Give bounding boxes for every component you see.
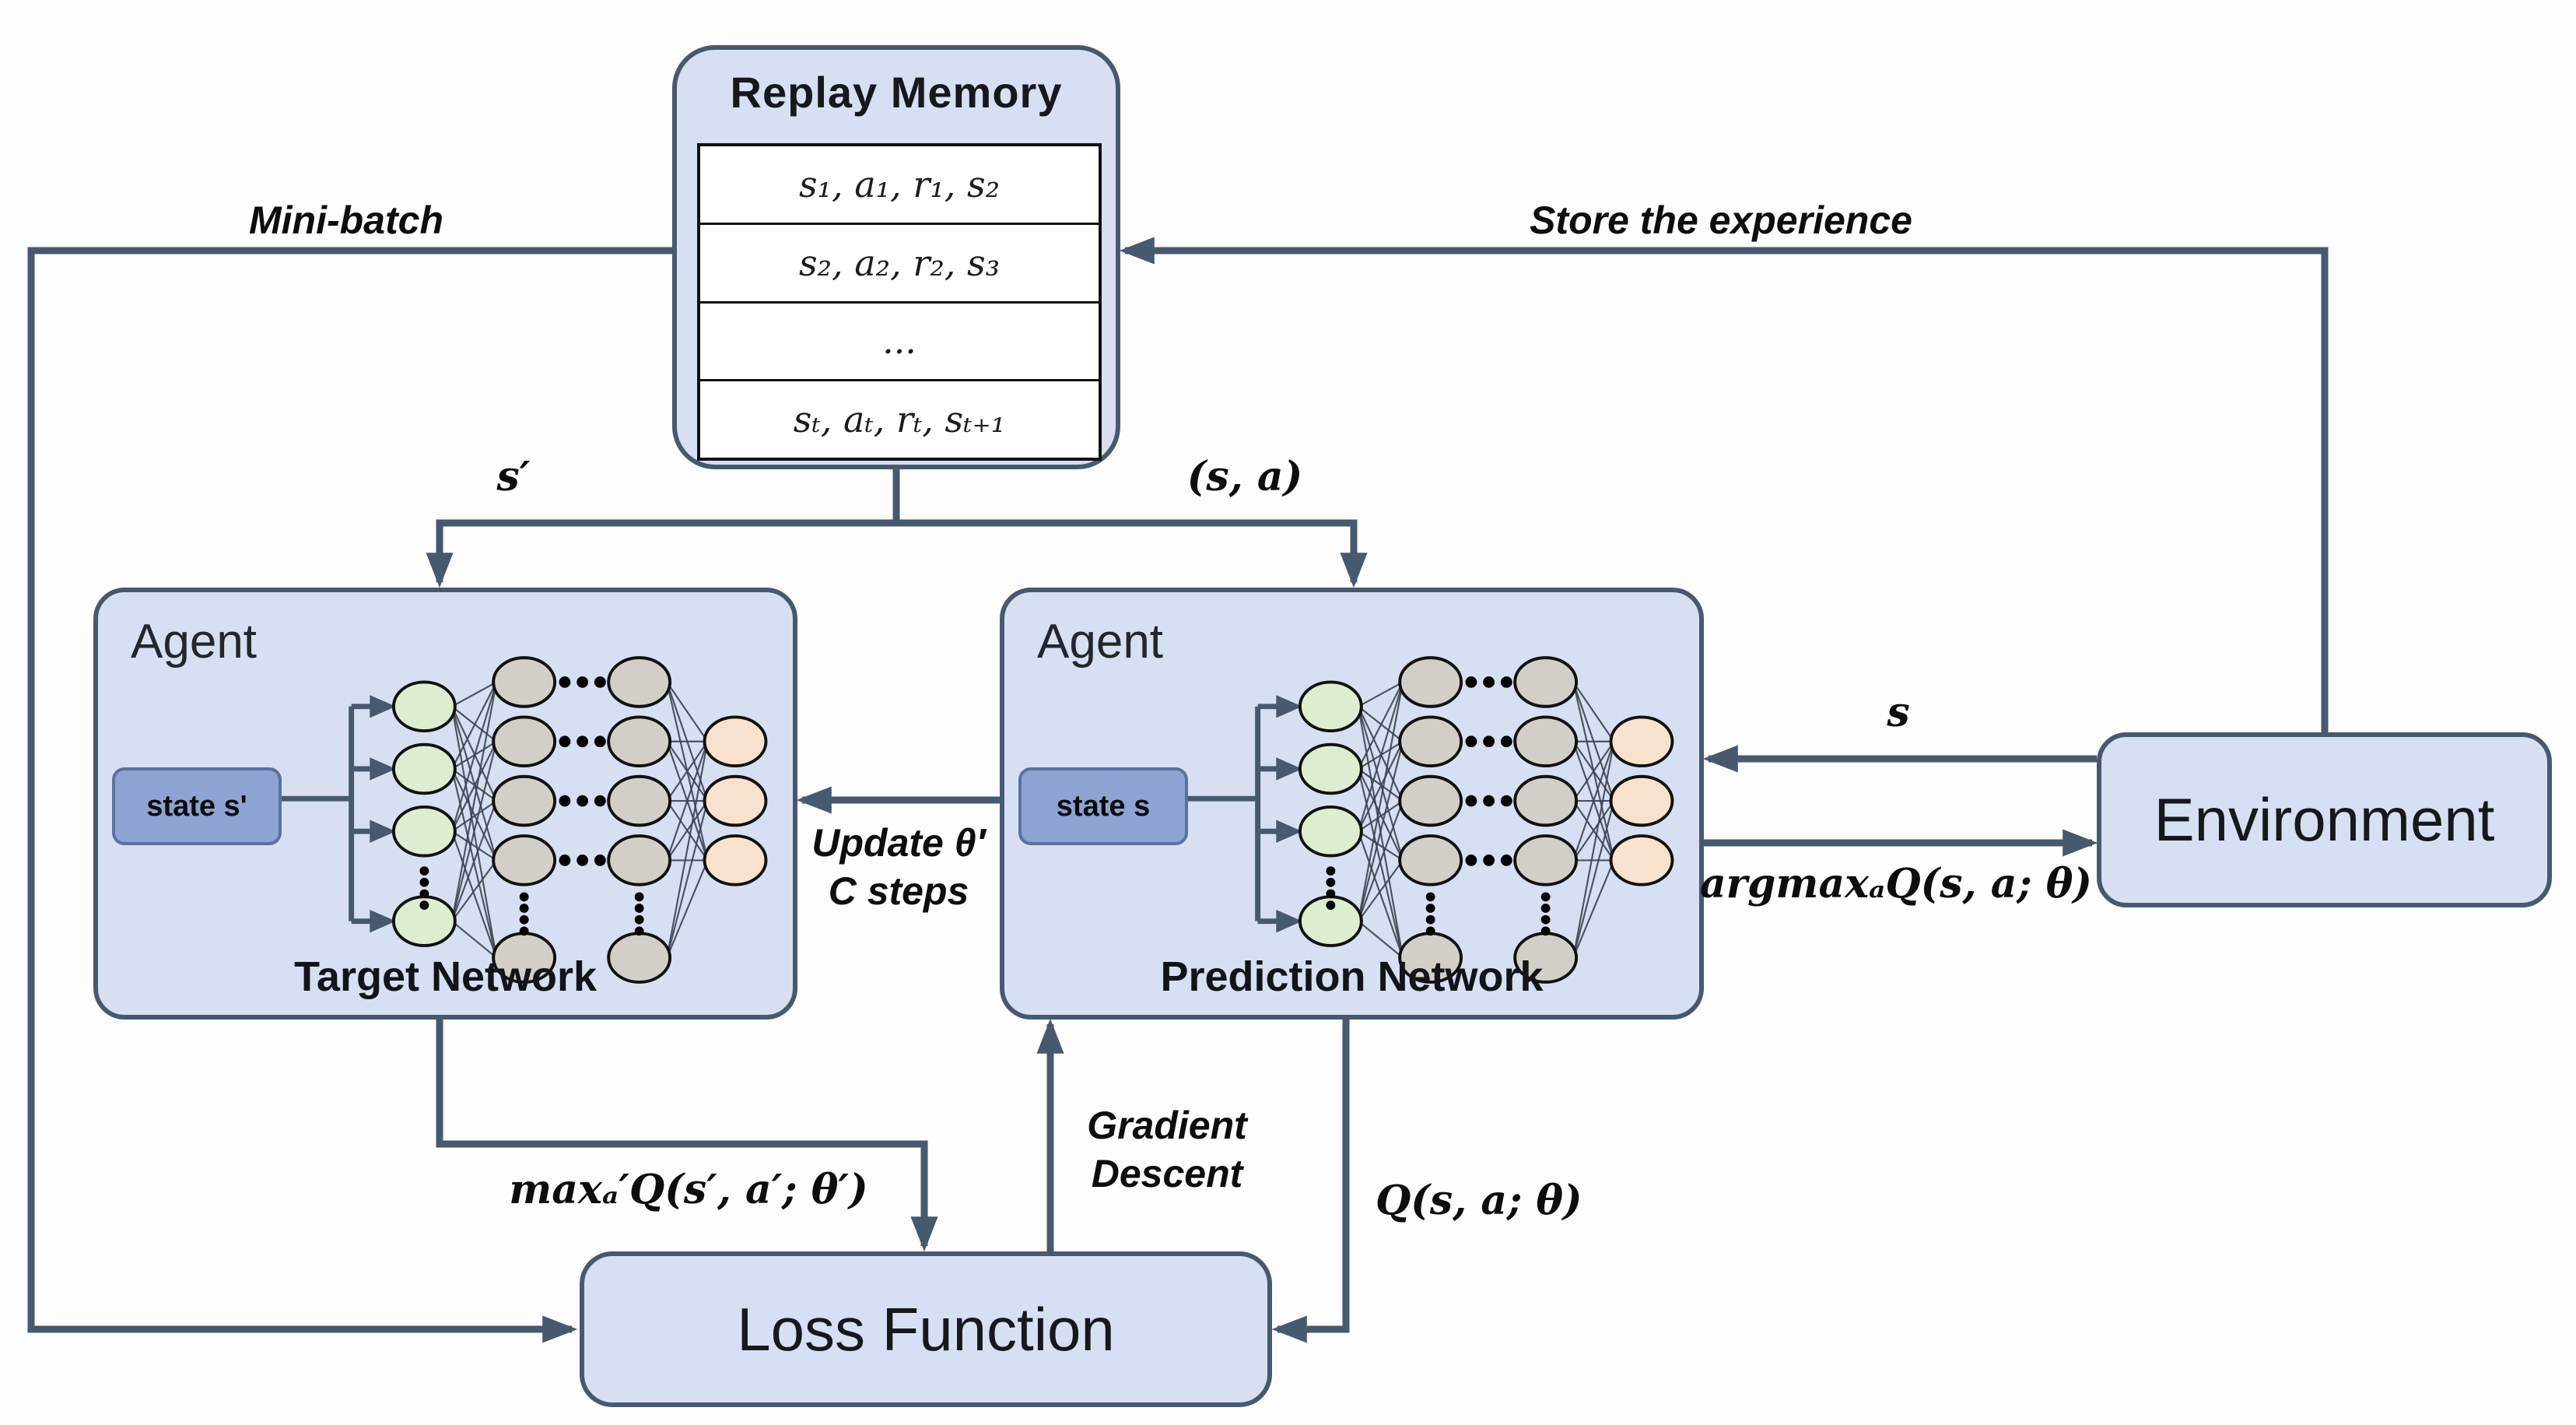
argmax-label: argmaxₐQ(s, a; θ) (1699, 860, 2093, 907)
store-experience-label: Store the experience (1530, 198, 1912, 242)
mini-batch-label: Mini-batch (249, 198, 443, 242)
replay-memory-box: Replay Memory s₁, a₁, r₁, s₂ s₂, a₂, r₂,… (672, 45, 1120, 469)
agent-title: Agent (131, 615, 258, 669)
loss-function-label: Loss Function (737, 1294, 1115, 1364)
prediction-network-label: Prediction Network (1160, 953, 1544, 1000)
replay-row: s₁, a₁, r₁, s₂ (700, 146, 1099, 225)
q-value-label: Q(s, a; θ) (1376, 1177, 1582, 1224)
target-network-label: Target Network (293, 953, 598, 1000)
s-a-label: (s, a) (1186, 453, 1303, 500)
target-network-diagram (272, 656, 768, 984)
prediction-agent-box: Agent state s Prediction Network (1000, 588, 1704, 1020)
state-s-prime-box: state s' (112, 767, 282, 845)
target-agent-box: Agent state s' Target Network (93, 588, 797, 1020)
state-s-label: s (1887, 689, 1910, 736)
s-prime-label: s′ (496, 453, 531, 500)
replay-memory-title: Replay Memory (730, 68, 1063, 117)
update-theta-label: Update θ′ C steps (811, 821, 986, 913)
prediction-network-diagram (1179, 656, 1674, 984)
environment-box: Environment (2097, 732, 2552, 907)
replay-row: ... (700, 304, 1099, 382)
max-q-label: maxₐ′Q(s′, a′; θ′) (509, 1166, 868, 1213)
q-value-arrow (1271, 1020, 1350, 1343)
loss-function-box: Loss Function (580, 1251, 1272, 1407)
replay-row: s₂, a₂, r₂, s₃ (700, 225, 1099, 304)
agent-title: Agent (1037, 615, 1164, 669)
state-s-box: state s (1018, 767, 1188, 845)
gradient-descent-label: Gradient Descent (1087, 1104, 1247, 1195)
environment-label: Environment (2154, 785, 2495, 854)
replay-memory-table: s₁, a₁, r₁, s₂ s₂, a₂, r₂, s₃ ... sₜ, aₜ… (697, 143, 1102, 461)
replay-row: sₜ, aₜ, rₜ, sₜ₊₁ (793, 398, 1006, 441)
